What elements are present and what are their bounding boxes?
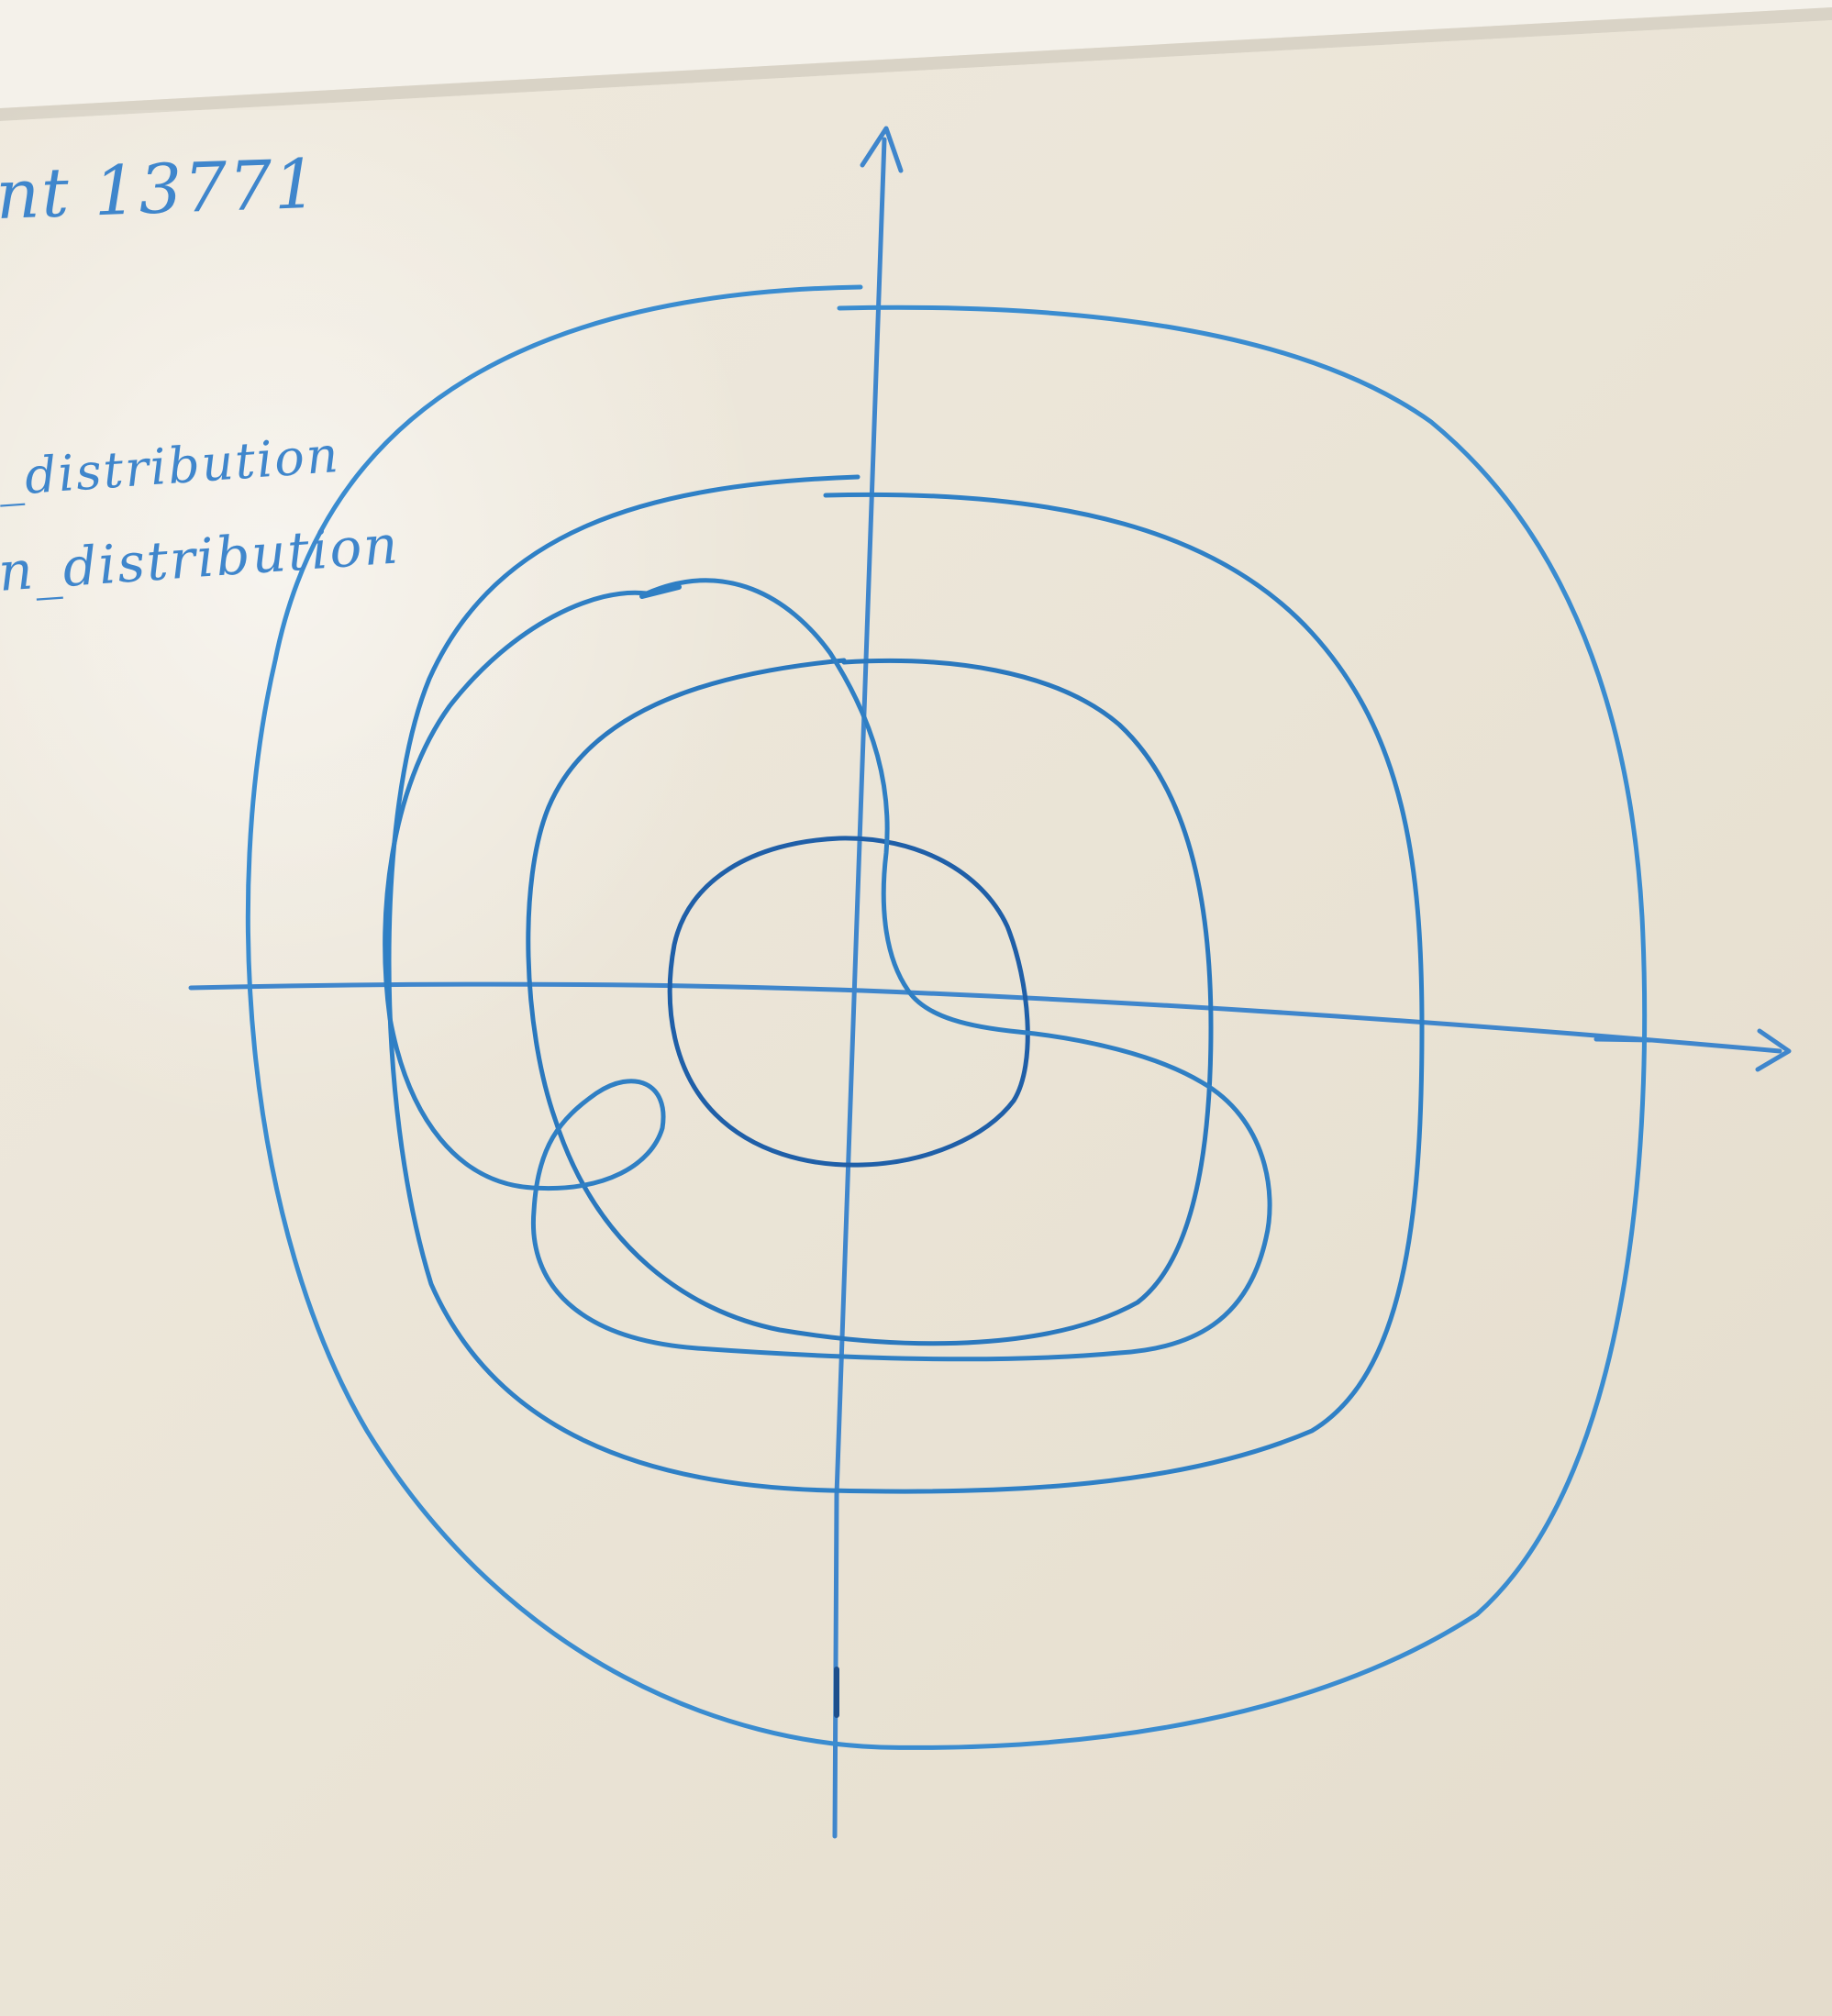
wall-strip [0,0,1832,108]
contour-ring-outer [245,284,1648,1750]
x-axis-tick [1593,1036,1654,1043]
board-glare [0,110,1101,1394]
optimization-path [383,578,1272,1362]
x-axis-arrowhead [1755,1028,1792,1072]
x-axis [188,981,1782,1054]
y-axis [832,137,887,1839]
contour-ring-inner [667,836,1030,1168]
path-start-mark [639,584,682,599]
board-frame [0,7,1832,121]
contour-ring-3 [526,658,1214,1346]
y-axis-arrowhead [860,126,904,173]
contour-ring-2 [386,474,1425,1494]
board-note-title: nt 13771 [0,144,321,235]
